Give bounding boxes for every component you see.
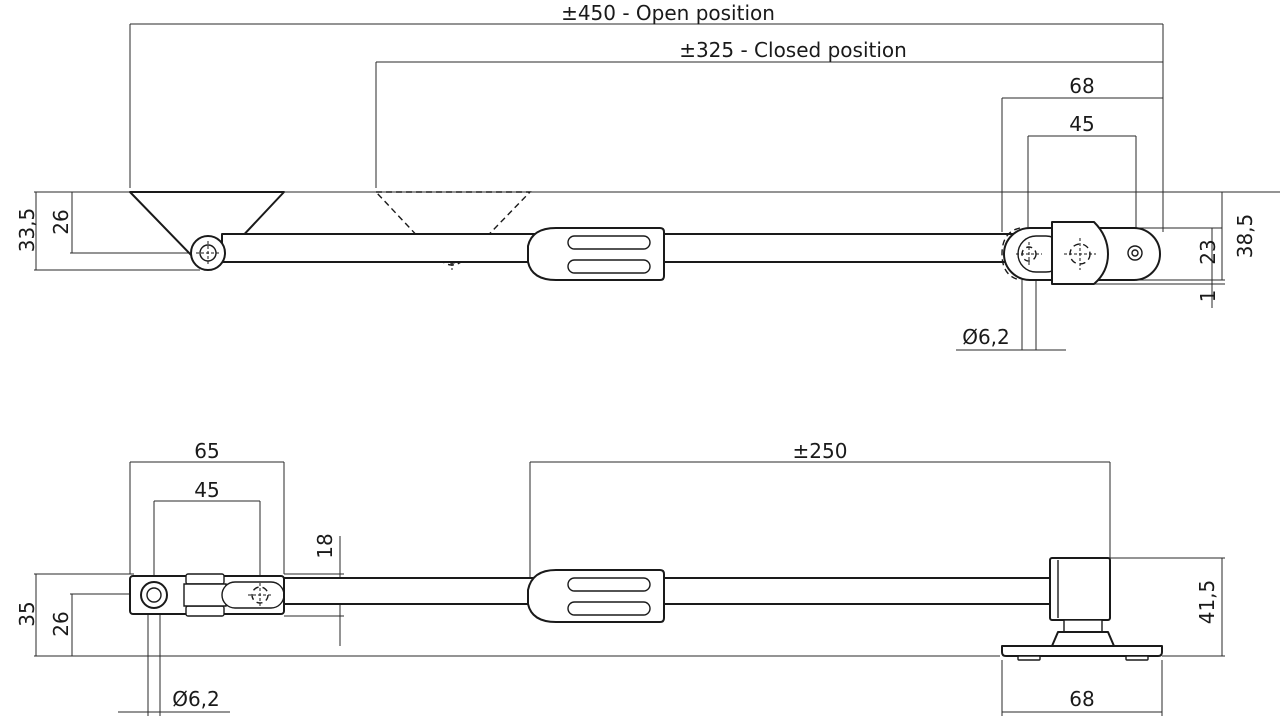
hinge-plate-bottom <box>129 573 285 617</box>
thickness-label: 18 <box>313 533 337 558</box>
rod-grip-top <box>527 227 665 281</box>
rod-grip-bottom <box>527 569 665 623</box>
bottom-dimension-lines <box>34 461 1225 716</box>
hole-diameter-bottom-label: Ø6,2 <box>172 687 220 711</box>
hole-spacing-label: 45 <box>1069 112 1094 136</box>
right-inner-label: 23 <box>1196 239 1220 264</box>
bracket-width-label: 68 <box>1069 74 1094 98</box>
stay-rod-bottom <box>283 577 1055 605</box>
bottom-view: 65 45 18 ±250 35 26 41,5 68 Ø6,2 <box>15 439 1225 716</box>
right-slot-bracket-top <box>1001 221 1161 285</box>
height-inner-bottom-label: 26 <box>49 611 73 636</box>
hole-diameter-label: Ø6,2 <box>962 325 1010 349</box>
rod-length-label: ±250 <box>793 439 848 463</box>
hole-spacing-bottom-label: 45 <box>194 478 219 502</box>
right-height-label: 38,5 <box>1233 214 1257 259</box>
top-view: ±450 - Open position ±325 - Closed posit… <box>15 1 1280 351</box>
top-dimension-lines <box>34 23 1280 351</box>
height-outer-label: 33,5 <box>15 208 39 253</box>
height-outer-bottom-label: 35 <box>15 601 39 626</box>
closed-length-label: ±325 - Closed position <box>679 38 907 62</box>
open-length-label: ±450 - Open position <box>561 1 775 25</box>
right-height-bottom-label: 41,5 <box>1195 580 1219 625</box>
base-width-label: 68 <box>1069 687 1094 711</box>
offset-label: 1 <box>1196 290 1220 303</box>
bracket-pivot-top <box>190 235 226 271</box>
mounting-base-bottom <box>1001 557 1163 661</box>
plate-width-label: 65 <box>194 439 219 463</box>
height-inner-label: 26 <box>49 209 73 234</box>
